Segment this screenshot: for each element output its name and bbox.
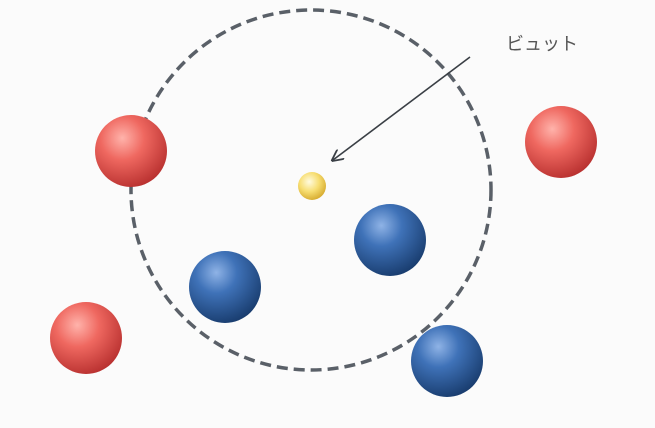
pointer-arrow xyxy=(333,57,470,160)
blue-ball xyxy=(189,251,261,323)
blue-ball xyxy=(411,325,483,397)
blue-ball xyxy=(354,204,426,276)
red-ball xyxy=(50,302,122,374)
annotation-label: ビュット xyxy=(506,34,578,55)
yellow-ball xyxy=(298,172,326,200)
red-ball xyxy=(525,106,597,178)
red-ball xyxy=(95,115,167,187)
